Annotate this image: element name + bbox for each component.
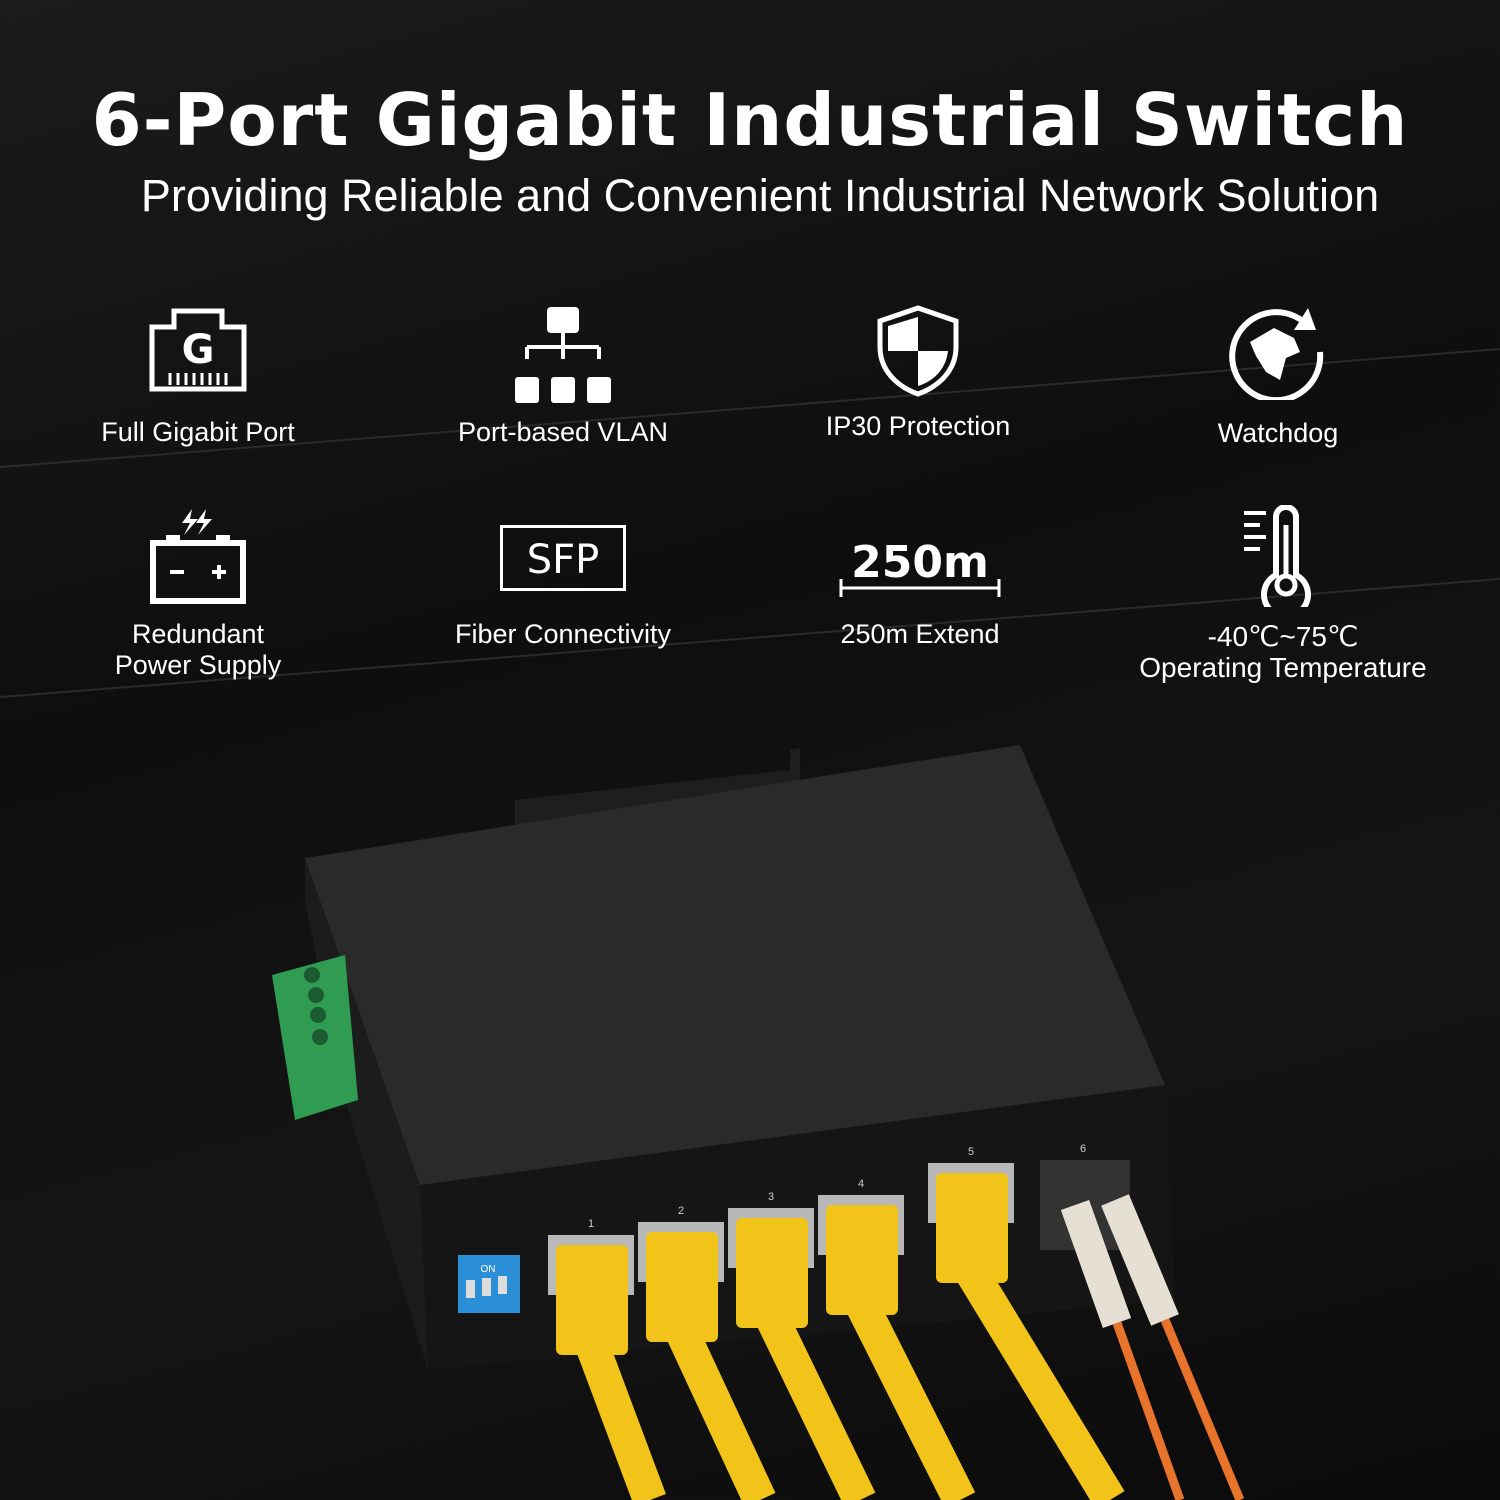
feature-label: Full Gigabit Port xyxy=(101,417,295,447)
shield-icon xyxy=(877,305,959,397)
feature-label: IP30 Protection xyxy=(825,411,1011,441)
feature-watchdog: Watchdog xyxy=(1098,300,1458,449)
switch-top-panel xyxy=(305,745,1165,1185)
distance-icon: 250m xyxy=(839,537,1001,597)
svg-text:5: 5 xyxy=(968,1146,974,1158)
ethernet-cable xyxy=(826,1205,976,1500)
svg-text:250m: 250m xyxy=(851,537,989,588)
ethernet-cable xyxy=(736,1218,876,1500)
din-rail-clip xyxy=(515,748,800,830)
thermometer-icon xyxy=(1244,505,1311,607)
fiber-cable xyxy=(1060,1194,1245,1500)
dip-switch[interactable]: ON xyxy=(458,1255,520,1313)
svg-text:2: 2 xyxy=(678,1205,684,1217)
feature-label: Fiber Connectivity xyxy=(454,619,672,649)
ethernet-cable xyxy=(936,1173,1125,1500)
battery-icon xyxy=(150,509,246,604)
feature-250m: 250m 250m Extend xyxy=(740,535,1100,650)
svg-text:3: 3 xyxy=(768,1191,774,1203)
feature-ip30: IP30 Protection xyxy=(738,305,1098,442)
industrial-switch-photo: ON 1 2 3 4 5 6 xyxy=(272,745,1245,1500)
page-title: 6-Port Gigabit Industrial Switch xyxy=(91,78,1409,162)
feature-gigabit-port: G Full Gigabit Port xyxy=(18,305,378,448)
watchdog-icon xyxy=(1229,308,1324,400)
feature-label: Port-based VLAN xyxy=(457,417,669,447)
page-subtitle: Providing Reliable and Convenient Indust… xyxy=(140,170,1380,221)
svg-text:ON: ON xyxy=(481,1264,496,1275)
terminal-block xyxy=(272,955,358,1120)
vlan-tree-icon xyxy=(515,307,611,403)
svg-text:4: 4 xyxy=(858,1178,864,1190)
svg-text:1: 1 xyxy=(588,1218,594,1230)
feature-label: Watchdog xyxy=(1217,418,1339,448)
gigabit-port-icon: G xyxy=(149,308,247,392)
svg-text:SFP: SFP xyxy=(527,537,600,583)
ethernet-cable xyxy=(556,1245,666,1500)
sfp-icon: SFP xyxy=(500,525,626,591)
ethernet-cable xyxy=(646,1232,776,1500)
feature-sfp: SFP Fiber Connectivity xyxy=(383,525,743,650)
feature-vlan: Port-based VLAN xyxy=(383,305,743,448)
svg-text:G: G xyxy=(182,327,215,373)
svg-text:6: 6 xyxy=(1080,1143,1086,1155)
feature-label: 250m Extend xyxy=(840,619,1000,649)
